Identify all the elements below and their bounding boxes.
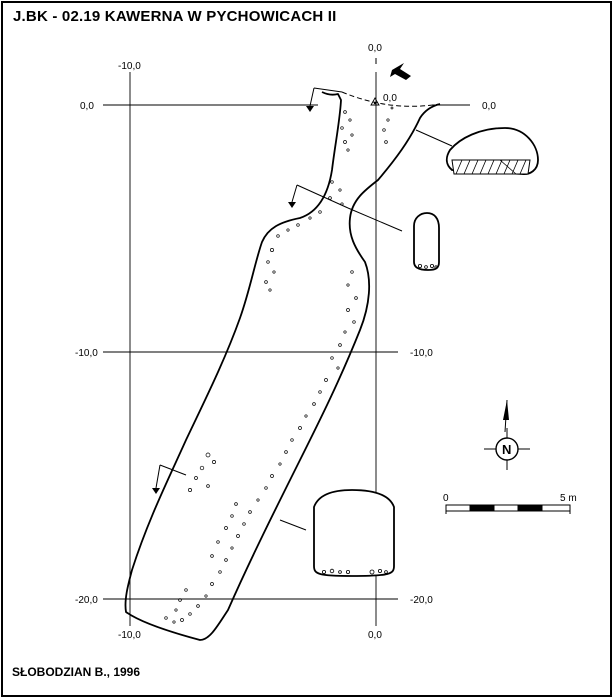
label-left-y-minus20: -20,0 (75, 595, 98, 606)
north-label: N (502, 442, 511, 457)
section-arrowheads (152, 106, 314, 494)
north-arrow (484, 399, 530, 470)
author-credit: SŁOBODZIAN B., 1996 (12, 665, 141, 679)
cave-outline (124, 91, 441, 641)
label-top-x-0: 0,0 (368, 43, 382, 54)
map-title: J.BK - 02.19 KAWERNA W PYCHOWICACH II (13, 8, 337, 25)
label-left-y-0: 0,0 (80, 101, 94, 112)
label-left-y-minus10: -10,0 (75, 348, 98, 359)
label-bottom-x-0: 0,0 (368, 630, 382, 641)
label-station: 0,0 (383, 93, 397, 104)
label-bottom-x-minus10: -10,0 (118, 630, 141, 641)
entrance-dashed-line (341, 91, 441, 107)
label-right-y-minus10: -10,0 (410, 348, 433, 359)
section-arrow-1-stem (309, 87, 315, 107)
section-line-3 (159, 464, 187, 476)
survey-station-icon (370, 97, 380, 106)
entrance-arrow-icon (390, 63, 411, 80)
label-right-y-minus20: -20,0 (410, 595, 433, 606)
cross-section-1 (445, 127, 539, 175)
section-line-2b (347, 207, 403, 232)
section-arrow-2-stem (291, 184, 298, 203)
section-line-1 (313, 87, 343, 93)
cross-section-2 (413, 212, 440, 271)
label-top-x-minus10: -10,0 (118, 61, 141, 72)
section-line-2 (296, 184, 349, 209)
section-line-4 (279, 519, 307, 531)
section-markers (155, 87, 453, 531)
scale-bar (445, 504, 571, 514)
section-line-right-top (415, 129, 453, 147)
cross-section-3 (313, 489, 395, 577)
scale-start-label: 0 (443, 493, 449, 504)
rubble-debris (164, 106, 394, 624)
section-arrow-3-stem (155, 464, 161, 489)
scale-end-label: 5 m (560, 493, 577, 504)
north-compass-icon (495, 437, 519, 461)
label-right-y-0: 0,0 (482, 101, 496, 112)
